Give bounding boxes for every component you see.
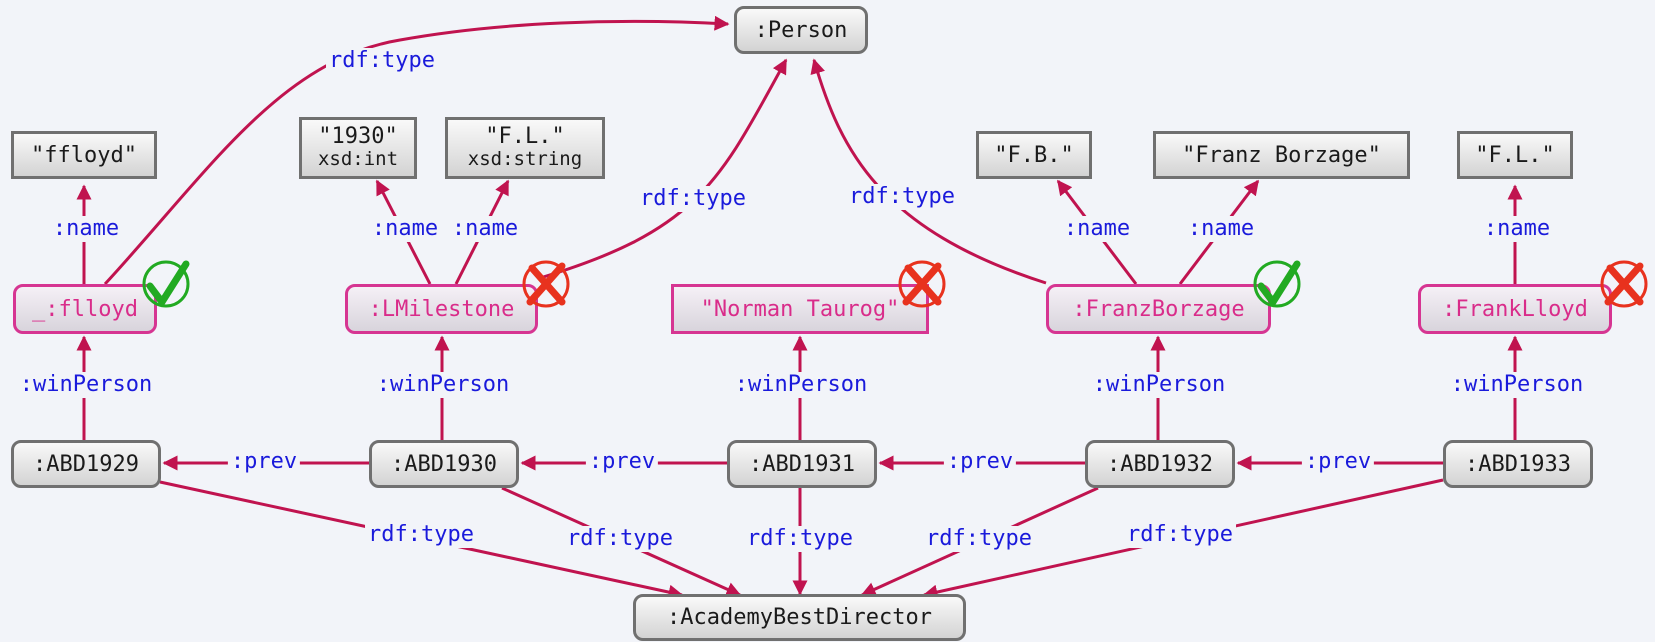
node-norman-taurog: "Norman Taurog" bbox=[671, 284, 929, 334]
label-flloyd-name: :name bbox=[49, 216, 123, 242]
node-person: :Person bbox=[734, 6, 868, 54]
node-abd1933-label: :ABD1933 bbox=[1465, 451, 1571, 477]
node-fl-string-literal: "F.L."xsd:string bbox=[445, 117, 605, 179]
label-abd1933-winperson: :winPerson bbox=[1447, 372, 1587, 398]
node-abd1929: :ABD1929 bbox=[11, 440, 161, 488]
node-franzborzage-label: :FranzBorzage bbox=[1072, 296, 1245, 322]
node-academy-best-director: :AcademyBestDirector bbox=[633, 594, 966, 641]
node-abd1931-label: :ABD1931 bbox=[749, 451, 855, 477]
node-flloyd: _:flloyd bbox=[13, 284, 157, 334]
node-person-label: :Person bbox=[754, 17, 848, 43]
cross-icon-norman-taurog bbox=[898, 260, 946, 308]
node-1930-literal: "1930"xsd:int bbox=[299, 117, 417, 179]
node-abd1931: :ABD1931 bbox=[727, 440, 877, 488]
label-lmilestone-name-1: :name bbox=[368, 216, 442, 242]
node-fl-string-type: xsd:string bbox=[467, 148, 583, 170]
node-abd1932: :ABD1932 bbox=[1085, 440, 1235, 488]
label-abd1929-winperson: :winPerson bbox=[16, 372, 156, 398]
label-abd1933-rdftype: rdf:type bbox=[1124, 522, 1236, 548]
label-franzborzage-name-2: :name bbox=[1184, 216, 1258, 242]
node-franklloyd-label: :FrankLloyd bbox=[1442, 296, 1588, 322]
node-fb-literal: "F.B." bbox=[976, 131, 1092, 179]
node-flloyd-label: _:flloyd bbox=[32, 296, 138, 322]
node-academy-best-director-label: :AcademyBestDirector bbox=[667, 605, 932, 630]
label-lmilestone-name-2: :name bbox=[448, 216, 522, 242]
label-franzborzage-rdftype: rdf:type bbox=[846, 184, 958, 210]
cross-icon-franklloyd bbox=[1600, 260, 1648, 308]
node-fb-literal-label: "F.B." bbox=[994, 142, 1074, 168]
node-lmilestone: :LMilestone bbox=[345, 284, 538, 334]
label-lmilestone-rdftype: rdf:type bbox=[637, 186, 749, 212]
node-norman-taurog-label: "Norman Taurog" bbox=[700, 296, 900, 322]
node-abd1930: :ABD1930 bbox=[369, 440, 519, 488]
cross-icon-lmilestone bbox=[522, 260, 570, 308]
label-abd1931-prev: :prev bbox=[585, 449, 659, 475]
node-fl-literal-label: "F.L." bbox=[1475, 142, 1555, 168]
label-abd1930-prev: :prev bbox=[227, 449, 301, 475]
label-abd1932-prev: :prev bbox=[943, 449, 1017, 475]
node-1930-value: "1930" bbox=[318, 124, 398, 149]
edge-flloyd-type-person bbox=[103, 15, 730, 286]
node-abd1933: :ABD1933 bbox=[1443, 440, 1593, 488]
label-flloyd-rdftype: rdf:type bbox=[326, 48, 438, 74]
node-ffloyd-literal: "ffloyd" bbox=[11, 131, 157, 179]
label-abd1929-rdftype: rdf:type bbox=[365, 522, 477, 548]
label-abd1932-winperson: :winPerson bbox=[1089, 372, 1229, 398]
node-1930-type: xsd:int bbox=[317, 148, 399, 170]
label-abd1930-rdftype: rdf:type bbox=[564, 526, 676, 552]
label-abd1931-winperson: :winPerson bbox=[731, 372, 871, 398]
node-franzborzage: :FranzBorzage bbox=[1046, 284, 1271, 334]
node-ffloyd-literal-label: "ffloyd" bbox=[31, 142, 137, 168]
node-abd1930-label: :ABD1930 bbox=[391, 451, 497, 477]
node-fl-string-value: "F.L." bbox=[485, 124, 565, 149]
check-icon-flloyd bbox=[142, 260, 190, 308]
label-abd1931-rdftype: rdf:type bbox=[744, 526, 856, 552]
label-abd1930-winperson: :winPerson bbox=[373, 372, 513, 398]
label-abd1932-rdftype: rdf:type bbox=[923, 526, 1035, 552]
label-abd1933-prev: :prev bbox=[1301, 449, 1375, 475]
node-abd1932-label: :ABD1932 bbox=[1107, 451, 1213, 477]
node-fl-literal: "F.L." bbox=[1457, 131, 1573, 179]
node-franz-borzage-literal: "Franz Borzage" bbox=[1153, 131, 1410, 179]
node-franz-borzage-literal-label: "Franz Borzage" bbox=[1182, 142, 1381, 168]
label-franklloyd-name: :name bbox=[1480, 216, 1554, 242]
label-franzborzage-name-1: :name bbox=[1060, 216, 1134, 242]
node-franklloyd: :FrankLloyd bbox=[1418, 284, 1612, 334]
node-abd1929-label: :ABD1929 bbox=[33, 451, 139, 477]
check-icon-franzborzage bbox=[1253, 260, 1301, 308]
node-lmilestone-label: :LMilestone bbox=[368, 296, 515, 322]
